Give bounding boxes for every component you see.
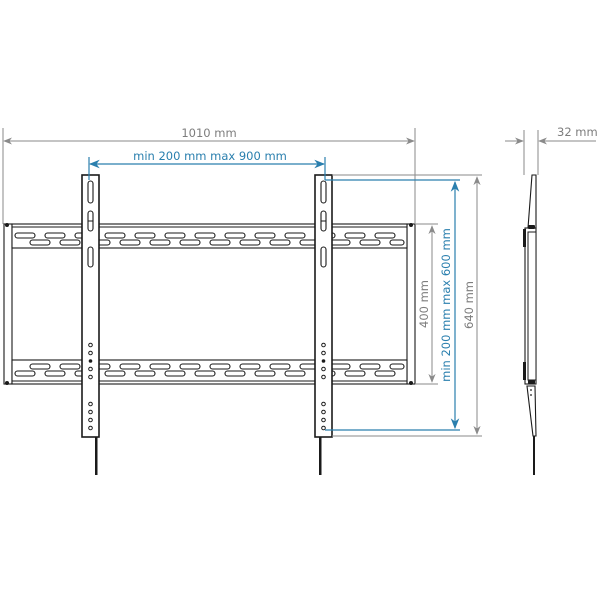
horizontal-frame [3, 223, 416, 385]
vesa-horizontal-label: min 200 mm max 900 mm [133, 149, 287, 163]
front-view [3, 174, 416, 475]
dimension-depth: 32 mm [505, 125, 598, 175]
dimension-vesa-vertical: min 200 mm max 600 mm [325, 179, 460, 431]
dimension-frame-height: 400 mm [415, 223, 438, 385]
left-vertical-bracket [81, 174, 100, 475]
dimension-vesa-horizontal: min 200 mm max 900 mm [88, 149, 326, 180]
top-rail-slots [14, 232, 405, 246]
overall-width-label: 1010 mm [181, 126, 236, 140]
side-view [523, 174, 537, 475]
depth-label: 32 mm [557, 125, 598, 139]
right-vertical-bracket [314, 174, 333, 475]
overall-height-label: 640 mm [462, 281, 476, 329]
frame-height-label: 400 mm [417, 280, 431, 328]
vesa-vertical-label: min 200 mm max 600 mm [439, 228, 453, 382]
dimension-overall-width: 1010 mm [2, 126, 416, 224]
dimension-overall-height: 640 mm [332, 174, 482, 437]
bottom-rail-slots [14, 363, 405, 377]
